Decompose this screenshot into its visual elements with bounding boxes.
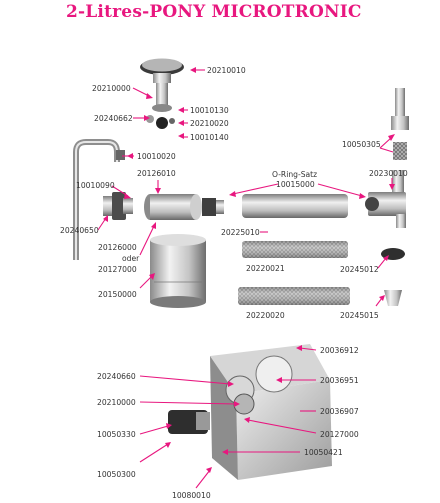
part-label-20240662: 20240662 [94, 114, 133, 123]
assembled-machine [168, 344, 332, 480]
right-housing-part [365, 170, 406, 228]
part-label-10050300: 10050300 [97, 470, 136, 479]
part-label-o-ring-satz: O-Ring-Satz [272, 170, 317, 179]
part-label-oder: oder [122, 254, 140, 263]
part-label-10015000: 10015000 [276, 180, 315, 189]
part-label-20210010: 20210010 [207, 66, 246, 75]
part-label-20210000-machine: 20210000 [97, 398, 136, 407]
bent-rod-part [73, 139, 120, 260]
left-fitting-part [103, 192, 133, 220]
part-label-10050330: 10050330 [97, 430, 136, 439]
part-label-20220020: 20220020 [246, 311, 285, 320]
leader-lines [97, 67, 395, 489]
part-label-10050421: 10050421 [304, 448, 343, 457]
part-label-20240660: 20240660 [97, 372, 136, 381]
part-label-20220021: 20220021 [246, 264, 285, 273]
part-label-20126000: 20126000 [98, 243, 137, 252]
part-label-10010090: 10010090 [76, 181, 115, 190]
part-label-20150000: 20150000 [98, 290, 137, 299]
part-label-10050305: 10050305 [342, 140, 381, 149]
part-label-20210000-top: 20210000 [92, 84, 131, 93]
part-label-20245012: 20245012 [340, 265, 379, 274]
part-label-20036907: 20036907 [320, 407, 359, 416]
part-label-20127000-top: 20127000 [98, 265, 137, 274]
diagram-title: 2-Litres-PONY MICROTRONIC [66, 2, 362, 22]
cartridge-smooth-part [242, 194, 348, 218]
part-label-10010020: 10010020 [137, 152, 176, 161]
part-label-20240650: 20240650 [60, 226, 99, 235]
part-label-20036951: 20036951 [320, 376, 359, 385]
head-valve-part [140, 58, 184, 129]
container-part [150, 234, 206, 308]
main-block-part [144, 194, 224, 220]
part-label-20225010: 20225010 [221, 228, 260, 237]
part-label-10010140: 10010140 [190, 133, 229, 142]
part-label-20210020: 20210020 [190, 119, 229, 128]
nozzle-part [116, 150, 125, 160]
right-valve-part [391, 88, 409, 160]
part-label-20245015: 20245015 [340, 311, 379, 320]
part-label-20036912: 20036912 [320, 346, 359, 355]
part-label-20126010: 20126010 [137, 169, 176, 178]
part-label-10080010: 10080010 [172, 491, 211, 500]
tip-part [384, 290, 402, 306]
knurled-roll-part [242, 241, 348, 258]
part-label-10010130: 10010130 [190, 106, 229, 115]
part-label-20230010: 20230010 [369, 169, 408, 178]
part-label-20127000-machine: 20127000 [320, 430, 359, 439]
knurled-roll-large-part [238, 287, 350, 305]
